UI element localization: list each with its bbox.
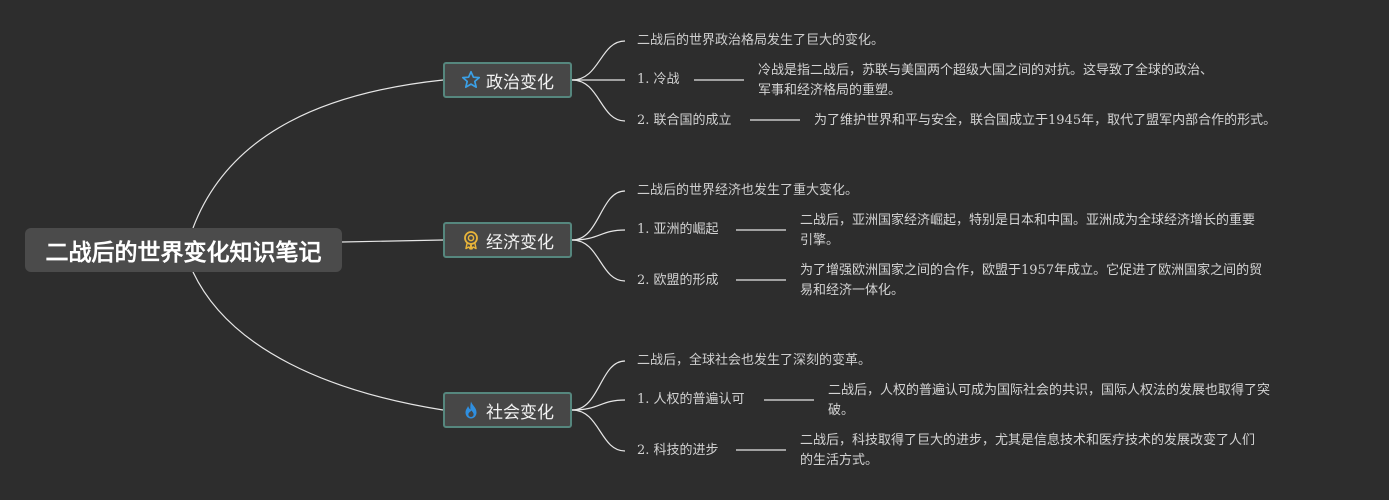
society-summary[interactable]: 二战后，全球社会也发生了深刻的变革。 xyxy=(637,353,872,368)
link-economy-item2 xyxy=(571,239,626,282)
root-title: 二战后的世界变化知识笔记 xyxy=(45,240,322,266)
politics-item-un-desc[interactable]: 为了维护世界和平与安全，联合国成立于1945年，取代了盟军内部合作的形式。 xyxy=(814,111,1276,131)
economy-item-eu[interactable]: 2. 欧盟的形成 xyxy=(637,273,719,288)
desc-line: 引擎。 xyxy=(800,233,840,248)
desc-line: 军事和经济格局的重塑。 xyxy=(758,83,902,98)
link-politics-summary xyxy=(571,40,626,81)
star-icon xyxy=(461,70,481,90)
desc-line: 易和经济一体化。 xyxy=(800,283,905,298)
desc-line: 冷战是指二战后，苏联与美国两个超级大国之间的对抗。这导致了全球的政治、 xyxy=(758,63,1214,78)
desc-line: 为了增强欧洲国家之间的合作，欧盟于1957年成立。它促进了欧洲国家之间的贸 xyxy=(800,263,1263,278)
society-item-humanrights-desc[interactable]: 二战后，人权的普遍认可成为国际社会的共识，国际人权法的发展也取得了突 破。 xyxy=(828,381,1270,421)
society-item-humanrights[interactable]: 1. 人权的普遍认可 xyxy=(637,392,745,407)
society-item-tech-desc[interactable]: 二战后，科技取得了巨大的进步，尤其是信息技术和医疗技术的发展改变了人们 的生活方… xyxy=(800,431,1255,471)
economy-summary[interactable]: 二战后的世界经济也发生了重大变化。 xyxy=(637,183,859,198)
link-society-item2 xyxy=(571,409,626,452)
topic-label: 政治变化 xyxy=(486,72,554,93)
politics-item-coldwar-desc[interactable]: 冷战是指二战后，苏联与美国两个超级大国之间的对抗。这导致了全球的政治、 军事和经… xyxy=(758,61,1213,101)
link-root-society xyxy=(192,271,444,411)
topic-economy[interactable]: 经济变化 xyxy=(443,222,572,258)
topic-society[interactable]: 社会变化 xyxy=(443,392,572,428)
link-society-summary xyxy=(571,360,626,411)
economy-item-asia[interactable]: 1. 亚洲的崛起 xyxy=(637,222,719,237)
link-economy-summary xyxy=(571,190,626,241)
link-politics-item2 xyxy=(571,79,626,122)
link-society-item1 xyxy=(571,399,626,411)
topic-label: 社会变化 xyxy=(486,402,554,423)
desc-line: 为了维护世界和平与安全，联合国成立于1945年，取代了盟军内部合作的形式。 xyxy=(814,113,1277,128)
topic-label: 经济变化 xyxy=(486,232,554,253)
desc-line: 二战后，人权的普遍认可成为国际社会的共识，国际人权法的发展也取得了突 xyxy=(828,383,1271,398)
desc-line: 二战后，亚洲国家经济崛起，特别是日本和中国。亚洲成为全球经济增长的重要 xyxy=(800,213,1256,228)
politics-item-coldwar[interactable]: 1. 冷战 xyxy=(637,72,680,87)
link-economy-item1 xyxy=(571,229,626,241)
root-node[interactable]: 二战后的世界变化知识笔记 xyxy=(25,228,342,272)
flame-icon xyxy=(461,400,481,420)
desc-line: 的生活方式。 xyxy=(800,453,879,468)
economy-item-eu-desc[interactable]: 为了增强欧洲国家之间的合作，欧盟于1957年成立。它促进了欧洲国家之间的贸 易和… xyxy=(800,261,1262,301)
desc-line: 二战后，科技取得了巨大的进步，尤其是信息技术和医疗技术的发展改变了人们 xyxy=(800,433,1256,448)
award-ribbon-icon xyxy=(461,230,481,250)
link-root-politics xyxy=(192,79,444,229)
economy-item-asia-desc[interactable]: 二战后，亚洲国家经济崛起，特别是日本和中国。亚洲成为全球经济增长的重要 引擎。 xyxy=(800,211,1255,251)
society-item-tech[interactable]: 2. 科技的进步 xyxy=(637,443,719,458)
desc-line: 破。 xyxy=(828,403,855,418)
link-root-economy xyxy=(341,239,444,243)
topic-politics[interactable]: 政治变化 xyxy=(443,62,572,98)
politics-item-un[interactable]: 2. 联合国的成立 xyxy=(637,113,732,128)
politics-summary[interactable]: 二战后的世界政治格局发生了巨大的变化。 xyxy=(637,33,885,48)
